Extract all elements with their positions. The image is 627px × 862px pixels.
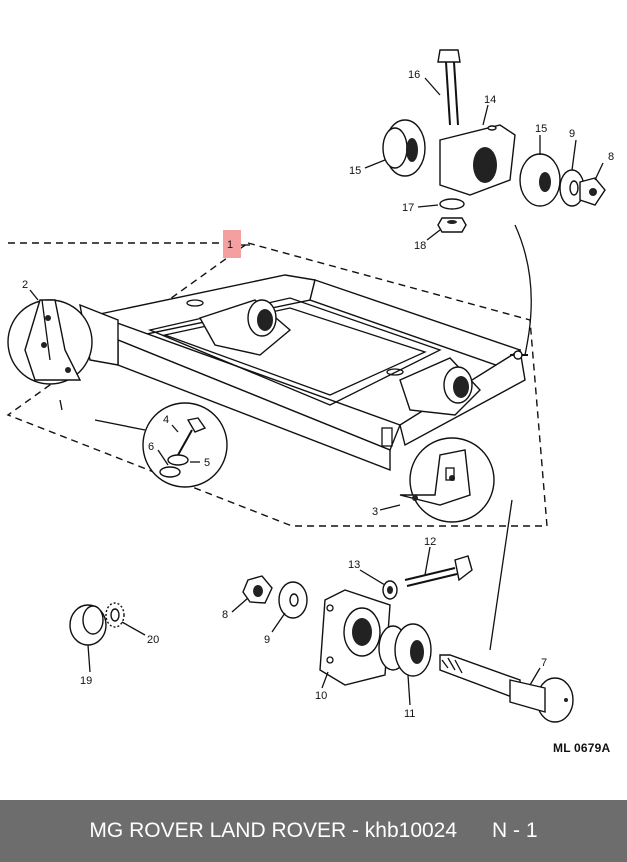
callout-19: 19 [80, 675, 92, 687]
assembly-boundary [6, 242, 548, 527]
callout-8-top: 8 [608, 151, 614, 163]
callout-6: 6 [148, 441, 154, 453]
callout-16: 16 [408, 69, 420, 81]
callout-labels: 1 2 3 4 5 6 7 8 8 9 9 10 11 12 13 14 15 … [22, 69, 614, 720]
cap-and-clip [69, 602, 125, 646]
callout-18: 18 [414, 240, 426, 252]
exploded-parts-diagram: 1 2 3 4 5 6 7 8 8 9 9 10 11 12 13 14 15 … [6, 49, 614, 723]
callout-20: 20 [147, 634, 159, 646]
callout-9-lower: 9 [264, 634, 270, 646]
callout-2: 2 [22, 279, 28, 291]
bracket-2-detail [7, 299, 93, 385]
callout-10: 10 [315, 690, 327, 702]
drawing-reference-code: ML 0679A [553, 741, 611, 755]
item-1-highlight [223, 230, 241, 258]
callout-14: 14 [484, 94, 496, 106]
callout-9-top: 9 [569, 128, 575, 140]
callout-leaders [29, 77, 604, 706]
top-mount-parts [382, 49, 606, 233]
bolt-washer-detail [142, 402, 228, 488]
callout-13: 13 [348, 559, 360, 571]
callout-1: 1 [227, 239, 233, 251]
callout-8-lower: 8 [222, 609, 228, 621]
subframe [79, 274, 528, 472]
callout-15-right: 15 [535, 123, 547, 135]
callout-4: 4 [163, 414, 169, 426]
callout-12: 12 [424, 536, 436, 548]
lower-mount-parts [242, 555, 574, 723]
callout-11: 11 [404, 708, 415, 720]
footer-bar: MG ROVER LAND ROVER - khb10024 N - 1 [0, 800, 627, 862]
bracket-3-detail [399, 437, 495, 523]
callout-5: 5 [204, 457, 210, 469]
callout-7: 7 [541, 657, 547, 669]
callout-15-left: 15 [349, 165, 361, 177]
callout-17: 17 [402, 202, 414, 214]
footer-title: MG ROVER LAND ROVER - khb10024 N - 1 [89, 819, 538, 842]
callout-3: 3 [372, 506, 378, 518]
